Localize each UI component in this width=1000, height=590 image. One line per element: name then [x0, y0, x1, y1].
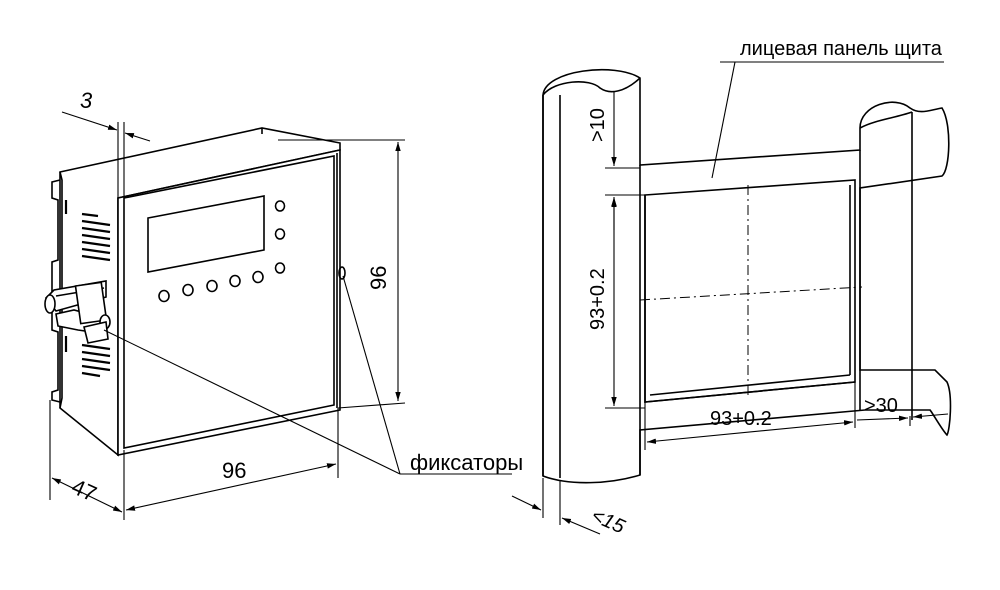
cutout-opening	[644, 185, 856, 403]
dim-height	[278, 139, 406, 409]
panel-face-leader	[711, 61, 944, 179]
dim-thickness	[61, 111, 151, 198]
indicator-leds	[274, 200, 286, 274]
dim-depth	[49, 400, 123, 513]
device-front-panel	[117, 149, 341, 456]
dim-cutout-height	[605, 198, 645, 409]
fixing-clamp	[44, 280, 111, 344]
right-latch	[338, 266, 346, 280]
vent-slots-upper	[64, 200, 111, 262]
device-view: 3 96 96 47 фиксаторы	[44, 88, 523, 520]
dim-width	[123, 408, 339, 520]
label-dim-depth: 47	[68, 474, 101, 507]
label-cutout-width: 93+0.2	[710, 408, 772, 430]
center-lines	[639, 185, 863, 395]
button-row	[158, 270, 264, 303]
label-panel-face: лицевая панель щита	[740, 38, 943, 60]
label-min-top-margin: >10	[587, 108, 609, 142]
vent-slots-lower	[64, 336, 111, 378]
panel-cutout-view: лицевая панель щита >10 93+0.2 93+0.2 >3…	[511, 38, 952, 539]
label-dim-thickness: 3	[80, 88, 93, 113]
fixators-leader	[103, 275, 512, 475]
label-min-side-margin: >30	[864, 395, 898, 417]
label-cutout-height: 93+0.2	[587, 268, 609, 330]
dim-cutout-width	[644, 382, 856, 450]
dim-side-margin	[856, 413, 949, 426]
panel-edges	[542, 77, 913, 478]
display-window	[147, 195, 265, 273]
dim-panel-thickness	[511, 478, 601, 535]
label-fixators: фиксаторы	[410, 450, 523, 475]
label-dim-height: 96	[366, 266, 391, 290]
label-dim-width: 96	[222, 458, 246, 483]
label-max-panel-thickness: <15	[588, 504, 629, 538]
